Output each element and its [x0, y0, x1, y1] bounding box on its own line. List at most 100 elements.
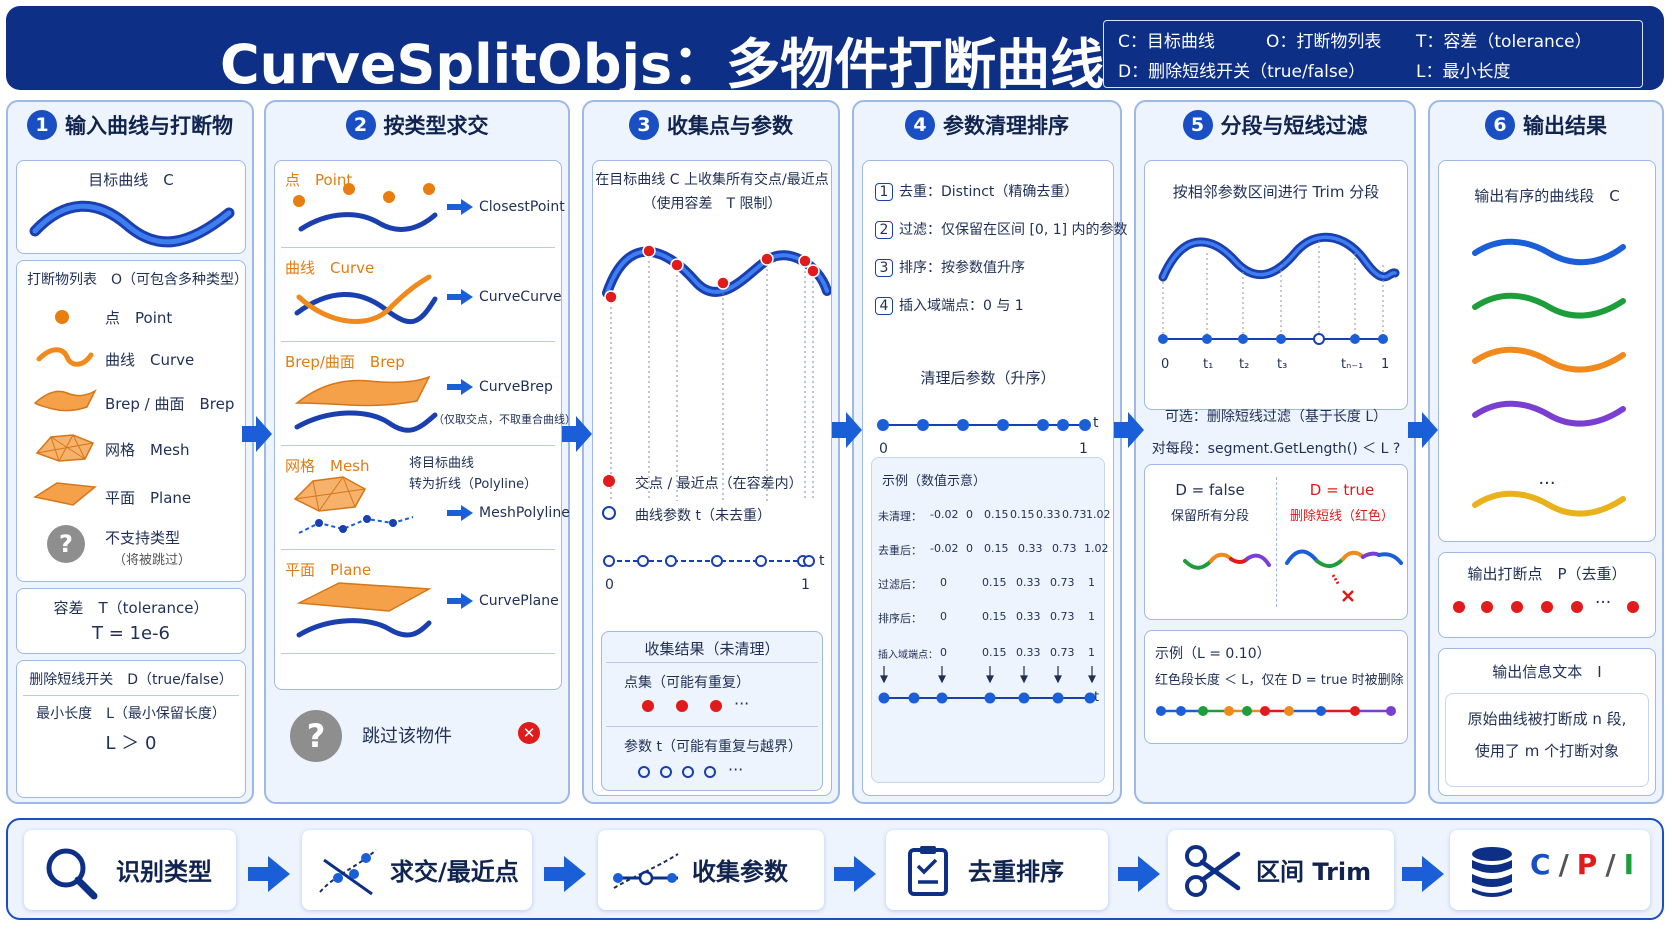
database-icon: [1472, 847, 1512, 897]
skip-label: 跳过该物件: [362, 726, 452, 747]
example-val: 0.73: [1062, 508, 1087, 521]
flow-arrow-icon: [544, 856, 586, 892]
type-mesh-label: 网格 Mesh: [105, 441, 190, 459]
example-val: 0.73: [1050, 610, 1075, 623]
output-slash: /: [1605, 848, 1616, 881]
mesh-polyline-icon: [293, 476, 414, 534]
flow-label-2: 求交/最近点: [390, 858, 519, 886]
flow-label-1: 识别类型: [116, 858, 212, 886]
flow-arrow-icon: [1408, 412, 1438, 448]
option-title: 可选：删除短线过滤（基于长度 L）: [1164, 409, 1388, 425]
legend-c: C：目标曲线: [1118, 32, 1215, 52]
divider: [23, 695, 239, 696]
flow-arrow-icon: [1402, 856, 1444, 892]
point-dot: [676, 700, 688, 712]
point-dot: [642, 700, 654, 712]
d-true-label: D = true: [1309, 481, 1375, 499]
example-val: 0.15: [982, 646, 1007, 659]
scissors-icon: [1185, 845, 1241, 897]
step-6-title: 输出结果: [1523, 114, 1607, 138]
min-length-cond: L ＞ 0: [105, 733, 157, 754]
collect-result-box: 收集结果（未清理） 点集（可能有重复） ··· 参数 t（可能有重复与越界） ·…: [601, 631, 823, 791]
example-val: 0.33: [1018, 542, 1043, 555]
arrow-right-icon: [447, 505, 473, 521]
divider: [281, 549, 555, 550]
question-icon: ?: [290, 710, 342, 762]
step-5-number: 5: [1182, 110, 1213, 140]
point-icon: [55, 310, 69, 324]
output-slash: /: [1558, 848, 1569, 881]
brep-curve-icon: [294, 375, 438, 433]
point-dot: [1453, 601, 1465, 613]
param-axis-icon: [603, 555, 815, 567]
collect-desc-2: （使用容差 T 限制）: [642, 196, 782, 212]
flow-item-5: 区间 Trim: [1168, 830, 1394, 910]
example-val: 0.33: [1016, 576, 1041, 589]
flow-arrow-icon: [1114, 412, 1144, 448]
question-icon: ?: [47, 525, 85, 563]
d-false-label: D = false: [1175, 481, 1245, 499]
endpoint-axis-icon: [878, 666, 1096, 704]
example-val: 0.15: [984, 542, 1009, 555]
example-row-label: 去重后：: [878, 544, 922, 557]
example-val: 0: [940, 646, 947, 659]
axis-1-label: 1: [801, 577, 810, 593]
flow-item-6: C/P/I: [1450, 830, 1650, 910]
segments-icon: [1472, 238, 1626, 517]
legend-l: L：最小长度: [1416, 62, 1511, 82]
axis-t-label: t: [1094, 690, 1100, 705]
step-6-number: 6: [1485, 110, 1515, 140]
plane-curve-icon: [296, 582, 432, 638]
flow-item-1: 识别类型: [24, 830, 236, 910]
point-curve-icon: [293, 183, 438, 232]
type-brep-label: Brep / 曲面 Brep: [105, 395, 235, 413]
flow-arrow-icon: [242, 416, 272, 452]
points-box: 输出打断点 P（去重） ···: [1438, 552, 1656, 638]
clean-axis-icon: [877, 419, 1091, 431]
ellipsis: ···: [734, 694, 750, 713]
curve-curve-icon: [294, 274, 438, 325]
delete-short-label: 删除短线开关 D（true/false）: [29, 672, 233, 688]
unsupported-label: 不支持类型: [105, 529, 181, 547]
collect-icon: [613, 853, 679, 889]
example-val: 0.73: [1050, 576, 1075, 589]
flow-label-3: 收集参数: [692, 858, 788, 886]
clean-step-text: 去重：Distinct（精确去重）: [899, 184, 1079, 200]
example-row-label: 过滤后：: [878, 578, 922, 591]
arrow-right-icon: [447, 379, 473, 395]
row-plane-label: 平面 Plane: [285, 561, 372, 579]
axis-1-label: 1: [1079, 441, 1088, 457]
point-dot: [1511, 601, 1523, 613]
d-false-note: 保留所有分段: [1170, 509, 1249, 524]
example-val: 0.73: [1050, 646, 1075, 659]
legend-t: T：容差（tolerance）: [1416, 32, 1592, 52]
flow-arrow-icon: [1118, 856, 1160, 892]
point-dot: [1481, 601, 1493, 613]
legend-o: O：打断物列表: [1266, 32, 1382, 52]
dswitch-box: D = false 保留所有分段 D = true 删除短线（红色）: [1144, 464, 1408, 620]
row-point-method: ClosestPoint: [479, 199, 565, 215]
flow-label-4: 去重排序: [968, 858, 1064, 886]
flow-bar: 识别类型 求交/最近点 收集参数 去重排序 区间 Trim C/P/I: [6, 818, 1664, 920]
step-3-title: 收集点与参数: [667, 114, 793, 138]
step-1-number: 1: [27, 110, 57, 140]
tick-label: 0: [1161, 357, 1170, 372]
info-line-2: 使用了 m 个打断对象: [1474, 742, 1620, 760]
clean-step-num: 4: [875, 297, 893, 315]
clean-step-text: 过滤：仅保留在区间 [0, 1] 内的参数: [899, 222, 1128, 238]
flow-label-5: 区间 Trim: [1256, 852, 1371, 887]
row-point-label: 点 Point: [285, 171, 353, 189]
example-val: -0.02: [930, 542, 959, 555]
example-val: 0.73: [1052, 542, 1077, 555]
collect-desc: 在目标曲线 C 上收集所有交点/最近点: [595, 172, 829, 188]
brep-icon: [33, 389, 97, 412]
example-row-label: 插入域端点：: [878, 650, 938, 661]
